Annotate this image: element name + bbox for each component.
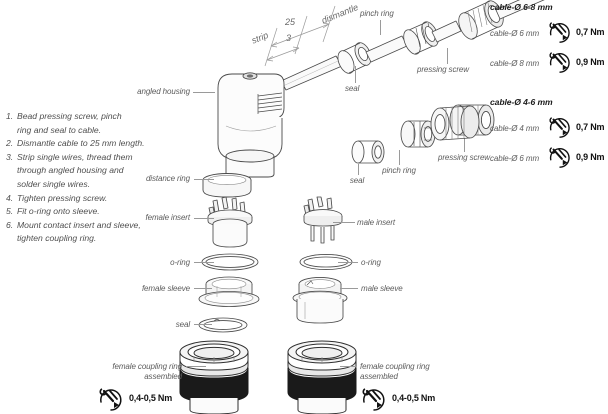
callout-female-coupling-ring-right: female coupling ring assembled	[360, 362, 470, 381]
callout-distance-ring: distance ring	[145, 174, 190, 183]
seal-mid	[351, 140, 385, 164]
torque-wrench-icon-spec-1-1	[549, 52, 570, 73]
instruction-number: 2.	[6, 138, 14, 149]
callout-o-ring-right: o-ring	[361, 258, 381, 267]
cable-spec-header-1: cable-Ø 6-8 mm	[490, 2, 553, 12]
cable-spec-2-row-0-label: cable-Ø 4 mm	[490, 124, 540, 133]
female-coupling-ring-right-drawing	[287, 340, 357, 414]
leader-pressing-screw-top	[447, 48, 448, 64]
callout-male-insert: male insert	[357, 218, 396, 227]
female-sleeve-drawing	[198, 276, 260, 307]
male-insert-drawing	[303, 196, 343, 244]
leader-male-insert	[333, 222, 355, 223]
instruction-number: 3.	[6, 151, 14, 162]
instruction-text: Bead pressing screw, pinch ring and seal…	[17, 111, 122, 135]
leader-male-sleeve	[340, 288, 358, 289]
instruction-number: 5.	[6, 206, 14, 217]
pressing-screw-top	[458, 0, 504, 40]
leader-seal-mid	[358, 164, 359, 175]
instruction-item: 2.Dismantle cable to 25 mm length.	[6, 137, 156, 151]
leader-pressing-screw-mid	[464, 138, 465, 152]
contact-pins-male	[310, 226, 335, 244]
callout-angled-housing: angled housing	[137, 87, 190, 96]
instruction-item: 4.Tighten pressing screw.	[6, 192, 156, 206]
cable-spec-2-row-1-label: cable-Ø 6 mm	[490, 154, 540, 163]
torque-wrench-icon-spec-2-1	[549, 147, 570, 168]
pressing-screw-spec-drawing	[430, 105, 480, 141]
callout-pressing-screw-mid: pressing screw	[438, 153, 490, 162]
cable-spec-1-row-1-label: cable-Ø 8 mm	[490, 59, 540, 68]
callout-female-sleeve: female sleeve	[141, 284, 190, 293]
instruction-item: 3.Strip single wires, thread them throug…	[6, 151, 156, 192]
instruction-text: Dismantle cable to 25 mm length.	[17, 138, 145, 149]
leader-pinch-ring-top	[380, 20, 381, 35]
o-ring-left-drawing	[201, 253, 259, 271]
instruction-item: 1.Bead pressing screw, pinch ring and se…	[6, 110, 156, 137]
instruction-list: 1.Bead pressing screw, pinch ring and se…	[6, 110, 156, 246]
torque-wrench-icon-coupling-left	[99, 388, 122, 411]
leader-pinch-ring-mid	[399, 150, 400, 165]
callout-seal-sleeve: seal	[175, 320, 190, 329]
instruction-number: 4.	[6, 192, 14, 203]
cable-spec-1-row-0-label: cable-Ø 6 mm	[490, 29, 540, 38]
instruction-text: Strip single wires, thread them through …	[17, 151, 133, 189]
seal-split-ring-drawing	[198, 317, 248, 333]
seal-ring-top	[337, 42, 372, 74]
callout-female-insert: female insert	[145, 213, 191, 222]
torque-wrench-icon-spec-2-0	[549, 117, 570, 138]
callout-o-ring-left: o-ring	[170, 258, 190, 267]
cable-spec-2-row-1-torque: 0,9 Nm	[576, 152, 605, 162]
leader-female-sleeve	[194, 288, 212, 289]
leader-o-ring-right	[338, 262, 358, 263]
coupling-torque-right: 0,4-0,5 Nm	[392, 393, 436, 403]
dimension-strip-value: 3	[286, 33, 292, 43]
coupling-ring-right-text: female coupling ring assembled	[360, 362, 430, 381]
leader-seal-sleeve	[194, 324, 212, 325]
callout-seal-top: seal	[345, 84, 360, 93]
coupling-ring-left-text: female coupling ring assembled	[112, 362, 182, 381]
leader-seal-top	[355, 66, 356, 83]
callout-male-sleeve: male sleeve	[361, 284, 403, 293]
leader-coupling-ring-left	[186, 366, 206, 367]
coupling-torque-left: 0,4-0,5 Nm	[129, 393, 173, 403]
instruction-item: 6.Mount contact insert and sleeve, tight…	[6, 219, 156, 246]
instruction-text: Fit o-ring onto sleeve.	[17, 206, 100, 217]
solder-pins-male	[303, 196, 333, 216]
callout-female-coupling-ring-left: female coupling ring assembled	[84, 362, 182, 381]
leader-angled-housing	[193, 92, 215, 93]
distance-ring-drawing	[202, 173, 252, 198]
instruction-text: Mount contact insert and sleeve, tighten…	[17, 219, 141, 244]
angled-housing-drawing	[217, 72, 285, 178]
female-insert-drawing	[207, 196, 253, 248]
cable-spec-1-row-1-torque: 0,9 Nm	[576, 57, 605, 67]
cable-spec-header-2: cable-Ø 4-6 mm	[490, 97, 553, 107]
leader-coupling-ring-right	[340, 366, 356, 367]
instruction-number: 1.	[6, 111, 14, 121]
instruction-number: 6.	[6, 219, 14, 230]
female-coupling-ring-left-drawing	[179, 340, 249, 414]
cable-spec-1-row-0-torque: 0,7 Nm	[576, 27, 605, 37]
callout-seal-mid: seal	[349, 176, 365, 185]
torque-wrench-icon-spec-1-0	[549, 22, 570, 43]
callout-pinch-ring-mid: pinch ring	[382, 166, 416, 175]
dimension-lines	[264, 5, 336, 67]
instruction-item: 5.Fit o-ring onto sleeve.	[6, 205, 156, 219]
callout-pinch-ring-top: pinch ring	[360, 9, 394, 18]
pinch-ring-top	[403, 21, 439, 55]
male-sleeve-drawing	[292, 276, 348, 324]
callout-pressing-screw-top: pressing screw	[417, 65, 469, 74]
torque-wrench-icon-coupling-right	[362, 388, 385, 411]
leader-o-ring-left	[194, 262, 214, 263]
dimension-dismantle-value: 25	[285, 17, 296, 27]
instruction-text: Tighten pressing screw.	[17, 192, 108, 203]
leader-distance-ring	[194, 179, 214, 180]
leader-female-insert	[194, 218, 214, 219]
cable-spec-2-row-0-torque: 0,7 Nm	[576, 122, 605, 132]
